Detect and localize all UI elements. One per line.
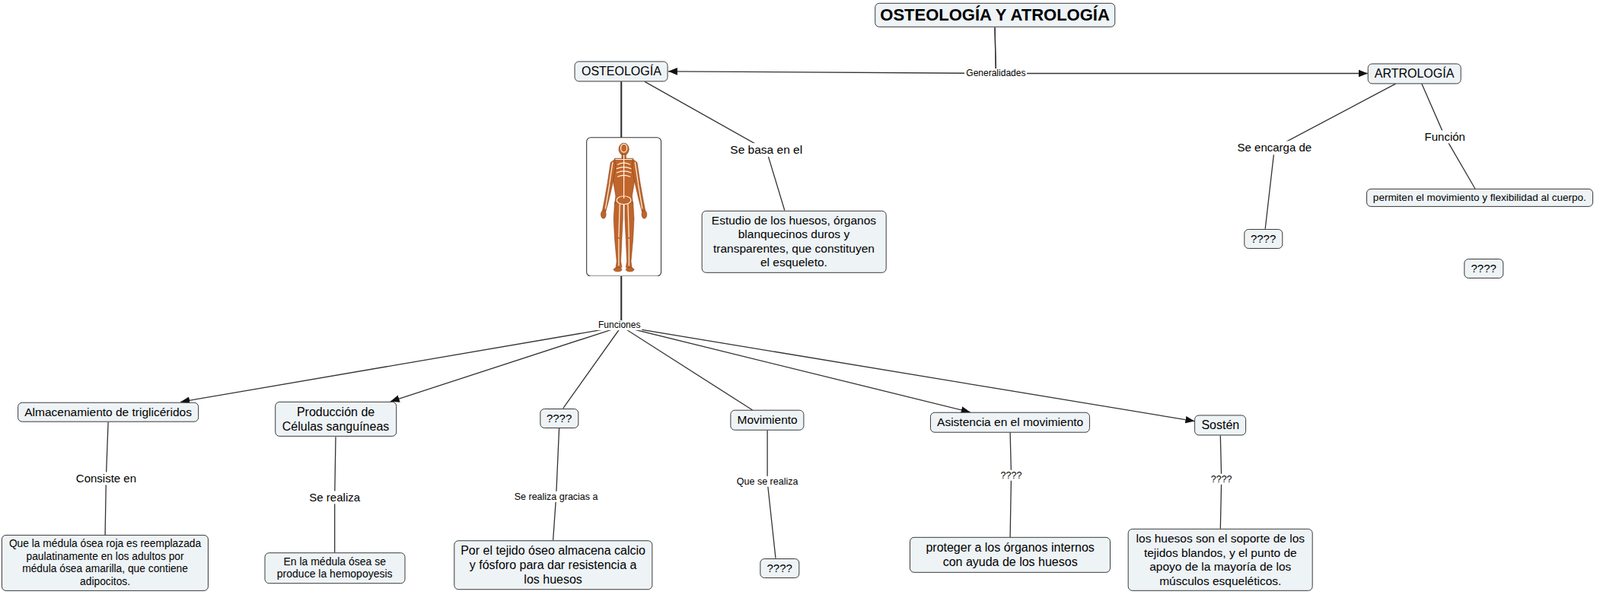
connector-label: Generalidades bbox=[964, 68, 1027, 80]
leg bbox=[624, 201, 634, 268]
connector-label: Se realiza bbox=[307, 491, 362, 505]
connector-label: Se basa en el bbox=[728, 143, 804, 157]
concept-text: Sostén bbox=[1201, 417, 1240, 433]
spine bbox=[622, 155, 624, 198]
connector-line bbox=[767, 430, 776, 559]
concept-box: Almacenamiento de triglicéridos bbox=[17, 401, 199, 423]
concept-text: ???? bbox=[1470, 261, 1496, 276]
concept-text: OSTEOLOGÍA bbox=[581, 63, 662, 79]
concept-box: ???? bbox=[760, 558, 800, 579]
bone bbox=[637, 183, 642, 208]
concept-box: ???? bbox=[1463, 258, 1503, 279]
connector-label: ???? bbox=[1209, 474, 1234, 485]
arm bbox=[602, 159, 616, 213]
concept-text: los huesos son el soporte de los tejidos… bbox=[1134, 532, 1307, 589]
connector-line bbox=[1421, 83, 1476, 189]
hand bbox=[600, 210, 606, 219]
connector-label: ???? bbox=[999, 470, 1024, 482]
foot bbox=[625, 267, 635, 271]
pelvis bbox=[616, 195, 632, 204]
concept-text: ???? bbox=[546, 411, 572, 426]
leg bbox=[613, 201, 623, 268]
concept-box: Asistencia en el movimiento bbox=[930, 412, 1091, 434]
concept-text: Que la médula ósea roja es reemplazada p… bbox=[8, 538, 202, 589]
concept-text: proteger a los órganos internos con ayud… bbox=[916, 540, 1104, 570]
clavicle bbox=[615, 159, 632, 160]
concept-text: permiten el movimiento y flexibilidad al… bbox=[1373, 191, 1587, 204]
hand bbox=[641, 210, 648, 219]
concept-text: ???? bbox=[1250, 232, 1276, 246]
connector-label: Se encarga de bbox=[1236, 141, 1314, 155]
head bbox=[618, 143, 628, 156]
concept-text: Estudio de los huesos, órganos blanqueci… bbox=[708, 213, 880, 271]
concept-box: proteger a los órganos internos con ayud… bbox=[909, 537, 1111, 573]
arm bbox=[631, 159, 645, 213]
image-frame bbox=[586, 137, 661, 276]
concept-box: Que la médula ósea roja es reemplazada p… bbox=[1, 535, 209, 592]
connector-label: Función bbox=[1423, 130, 1467, 144]
anatomy-illustration bbox=[586, 137, 662, 278]
ribs bbox=[616, 162, 632, 177]
connector-line bbox=[553, 428, 560, 541]
bone bbox=[618, 239, 619, 266]
title-box: OSTEOLOGÍA Y ATROLOGÍA bbox=[874, 3, 1116, 28]
connector-label: Que se realiza bbox=[735, 476, 800, 488]
connector-line bbox=[1010, 432, 1011, 538]
concept-text: Asistencia en el movimiento bbox=[937, 415, 1084, 431]
concept-text: ARTROLOGÍA bbox=[1374, 66, 1455, 81]
connector-arrow bbox=[994, 27, 1368, 74]
connector-label: Se realiza gracias a bbox=[513, 491, 600, 503]
skull bbox=[620, 143, 627, 153]
connector-label: Funciones bbox=[596, 320, 642, 332]
connector-arrow bbox=[621, 81, 970, 412]
bone bbox=[627, 239, 629, 266]
concept-text: OSTEOLOGÍA Y ATROLOGÍA bbox=[879, 5, 1110, 26]
connector-line bbox=[1265, 83, 1396, 230]
concept-text: Movimiento bbox=[736, 413, 797, 428]
connector-arrow bbox=[668, 27, 997, 74]
bone bbox=[627, 203, 628, 237]
concept-box: Producción de Células sanguíneas bbox=[274, 401, 397, 437]
concept-box: Estudio de los huesos, órganos blanqueci… bbox=[701, 210, 887, 274]
concept-box: OSTEOLOGÍA bbox=[574, 60, 669, 82]
concept-box: En la médula ósea se produce la hemopoye… bbox=[264, 552, 405, 585]
concept-box: Por el tejido óseo almacena calcio y fós… bbox=[453, 540, 653, 591]
concept-box: los huesos son el soporte de los tejidos… bbox=[1128, 529, 1314, 592]
connector-label: Consiste en bbox=[74, 471, 138, 485]
concept-box: ???? bbox=[1243, 229, 1283, 249]
bone bbox=[605, 183, 609, 208]
concept-text: Por el tejido óseo almacena calcio y fós… bbox=[460, 543, 646, 588]
connector-arrow bbox=[621, 81, 1195, 421]
concept-box: ???? bbox=[539, 408, 579, 429]
concept-box: Sostén bbox=[1194, 414, 1247, 436]
connector-arrow bbox=[180, 81, 622, 402]
bone bbox=[608, 162, 612, 183]
skeleton-lines bbox=[605, 143, 642, 266]
concept-text: Producción de Células sanguíneas bbox=[281, 404, 390, 434]
body-muscles bbox=[600, 143, 647, 272]
concept-text: Almacenamiento de triglicéridos bbox=[24, 404, 192, 420]
concept-box: Movimiento bbox=[729, 410, 804, 431]
foot bbox=[613, 267, 622, 271]
concept-box: permiten el movimiento y flexibilidad al… bbox=[1366, 188, 1594, 208]
bone bbox=[618, 203, 619, 237]
concept-text: En la médula ósea se produce la hemopoye… bbox=[270, 555, 399, 582]
bone bbox=[634, 162, 638, 183]
concept-text: ???? bbox=[767, 561, 793, 576]
concept-box: ARTROLOGÍA bbox=[1367, 63, 1462, 84]
